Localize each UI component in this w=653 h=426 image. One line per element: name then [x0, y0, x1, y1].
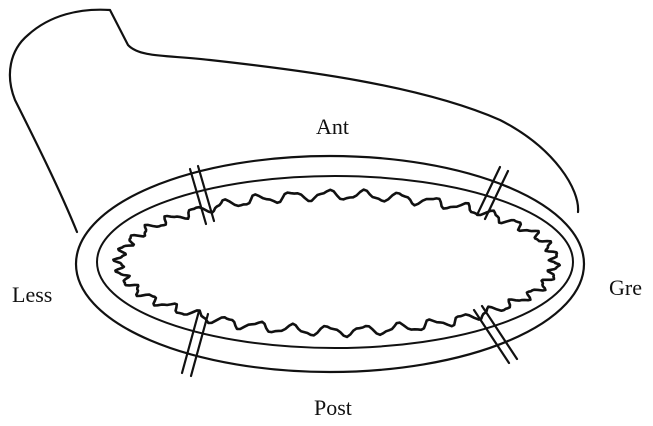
- label-anterior: Ant: [316, 116, 349, 138]
- suture-mark-ant-left: [190, 166, 214, 224]
- suture-mark-post-right: [474, 306, 517, 363]
- lumen-outline: [113, 190, 559, 337]
- label-lesser: Less: [12, 284, 52, 306]
- label-posterior: Post: [314, 397, 352, 419]
- inner-wall-ellipse: [97, 176, 573, 348]
- label-greater: Gre: [609, 277, 642, 299]
- suture-mark-post-left: [182, 311, 208, 376]
- outer-wall-ellipse: [76, 156, 584, 372]
